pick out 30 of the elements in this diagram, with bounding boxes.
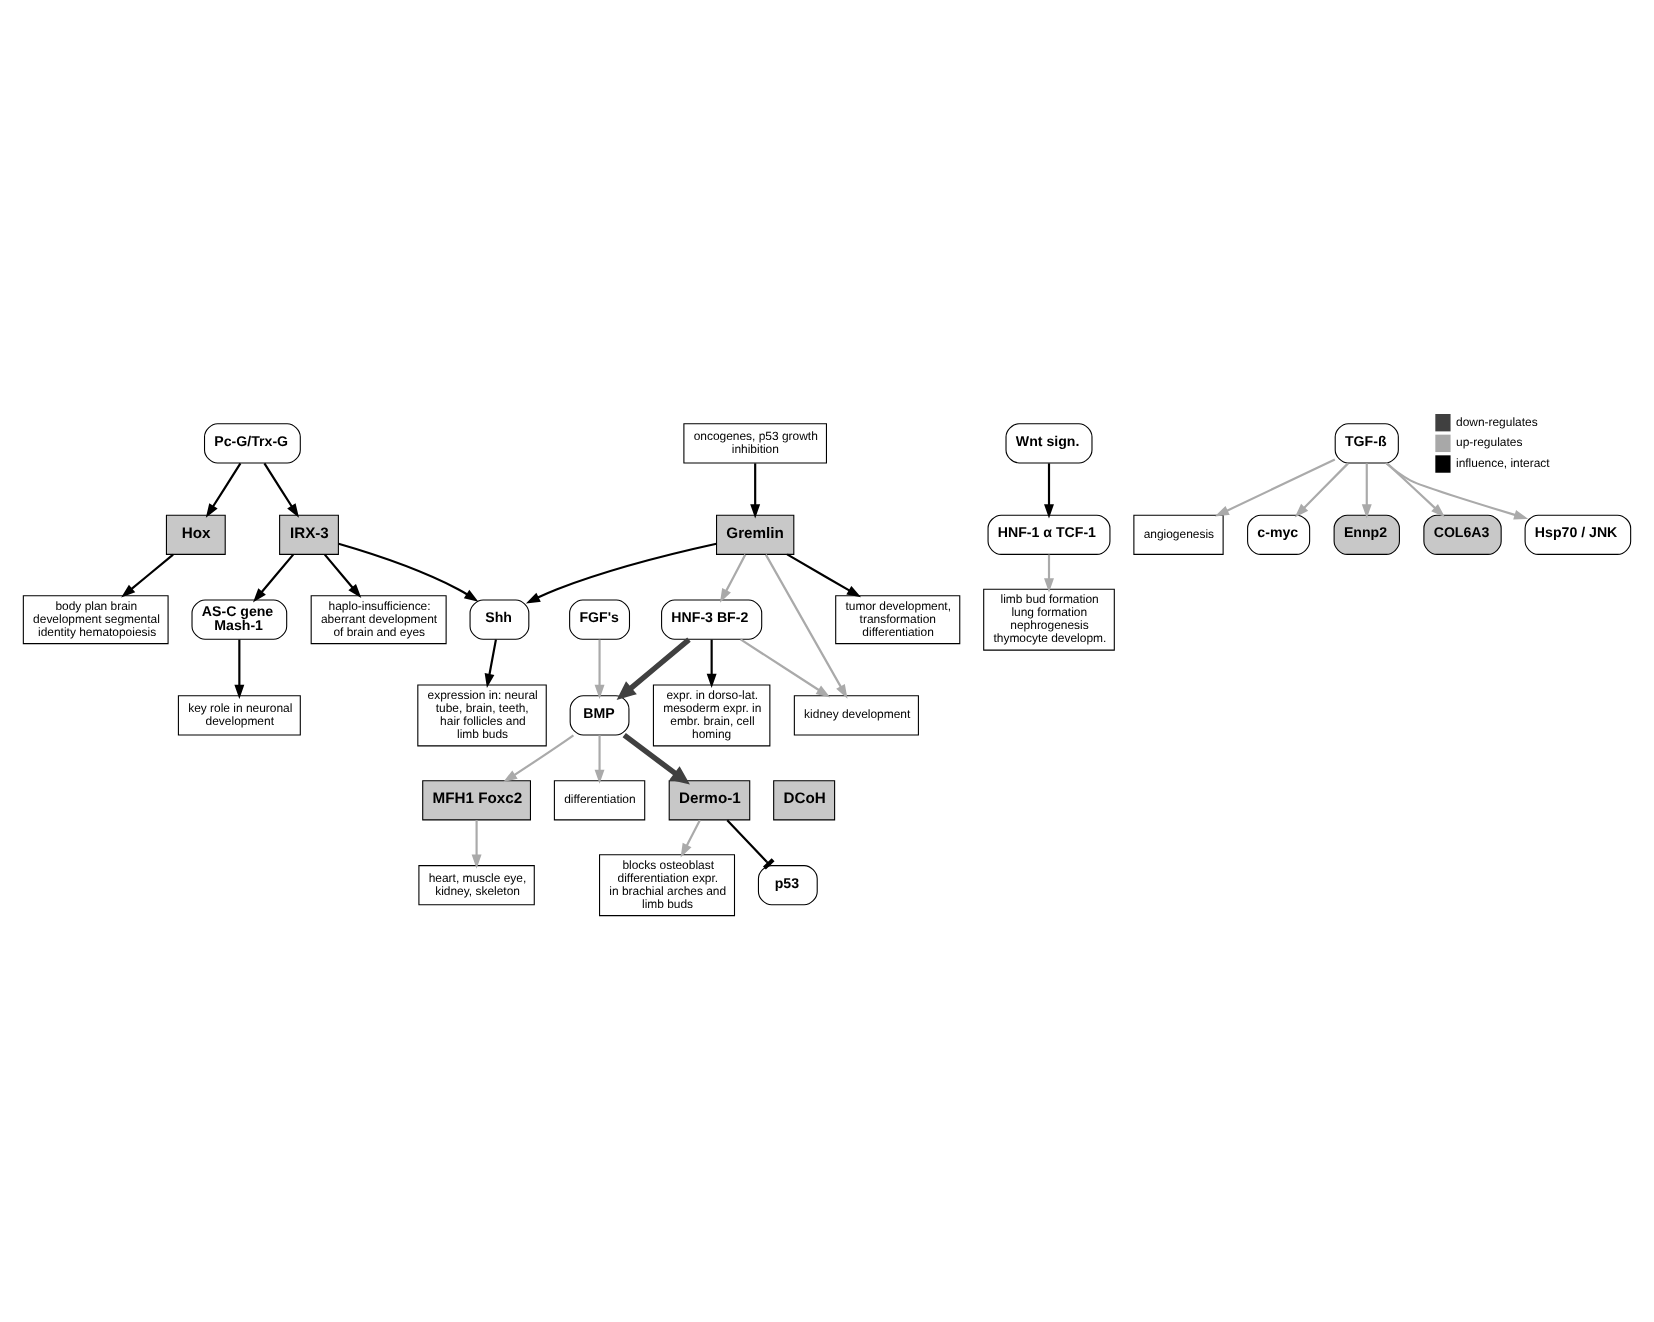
arrow xyxy=(786,553,862,598)
arrow xyxy=(1214,458,1336,517)
arrow xyxy=(1294,462,1349,518)
arrow xyxy=(525,542,717,604)
arrow xyxy=(594,639,605,700)
arrow xyxy=(252,553,295,603)
arrow xyxy=(263,462,299,518)
arrow xyxy=(680,819,701,858)
arrow xyxy=(205,462,242,518)
arrow xyxy=(484,639,497,688)
arrow xyxy=(622,732,690,785)
arrow xyxy=(1361,463,1372,519)
arrow xyxy=(323,553,362,598)
arrow xyxy=(706,639,717,688)
arrow xyxy=(764,554,848,699)
arrow xyxy=(503,734,575,783)
arrow xyxy=(338,542,479,602)
arrow xyxy=(1385,462,1529,520)
arrow xyxy=(121,553,174,598)
arrow xyxy=(1044,554,1054,593)
arrow xyxy=(719,554,747,603)
arrow xyxy=(616,637,691,701)
connector xyxy=(726,819,775,870)
arrow xyxy=(740,638,831,698)
arrow xyxy=(750,463,761,519)
arrow xyxy=(471,820,482,869)
arrow xyxy=(594,735,605,784)
arrow xyxy=(234,639,245,700)
arrow xyxy=(1386,462,1445,518)
arrow xyxy=(1044,463,1054,519)
